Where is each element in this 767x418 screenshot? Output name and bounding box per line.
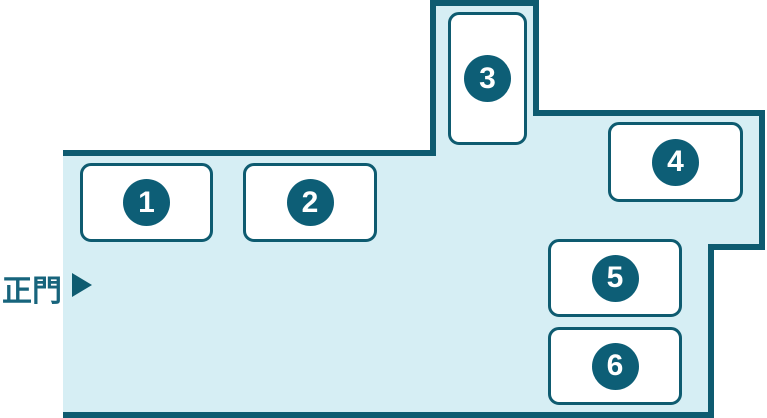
building-6: 6 <box>548 327 682 405</box>
building-5-number-badge: 5 <box>591 254 639 302</box>
building-2: 2 <box>243 163 377 242</box>
building-4: 4 <box>608 122 743 202</box>
grounds-outline <box>63 0 765 418</box>
main-gate-arrow-icon <box>72 273 92 297</box>
building-2-number: 2 <box>301 185 319 219</box>
building-1-number-badge: 1 <box>123 179 170 226</box>
main-gate-label: 正門 <box>2 275 62 308</box>
building-3-number-badge: 3 <box>464 55 511 102</box>
building-2-number-badge: 2 <box>286 179 334 226</box>
building-3: 3 <box>448 12 527 145</box>
building-4-number: 4 <box>667 145 684 178</box>
building-6-number: 6 <box>606 349 624 382</box>
building-1-number: 1 <box>138 185 155 219</box>
building-5: 5 <box>548 239 682 317</box>
building-5-number: 5 <box>606 261 624 294</box>
building-6-number-badge: 6 <box>591 342 639 390</box>
building-3-number: 3 <box>479 61 496 95</box>
building-1: 1 <box>80 163 213 242</box>
building-4-number-badge: 4 <box>652 138 699 186</box>
